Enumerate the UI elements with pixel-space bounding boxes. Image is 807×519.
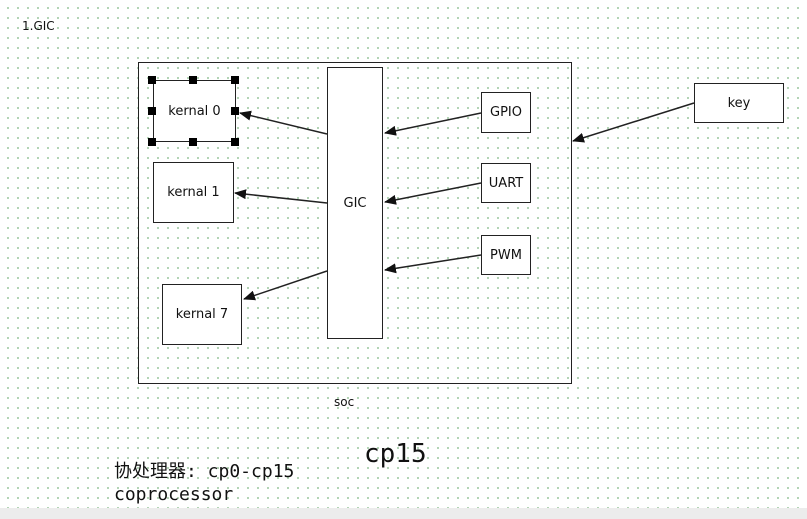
arrow-gic-to-kernel-7[interactable] <box>243 270 328 301</box>
uart-block[interactable]: UART <box>481 163 531 203</box>
pwm-label: PWM <box>490 247 522 263</box>
uart-label: UART <box>488 175 524 191</box>
selection-handle[interactable] <box>148 138 156 146</box>
arrow-pwm-to-gic[interactable] <box>384 254 482 274</box>
key-label: key <box>727 95 751 111</box>
arrow-gic-to-kernel-1[interactable] <box>234 189 328 204</box>
selection-handle[interactable] <box>189 138 197 146</box>
selection-handle[interactable] <box>231 107 239 115</box>
soc-label: soc <box>334 395 355 409</box>
arrow-key-to-soc[interactable] <box>572 102 695 143</box>
note-coprocessor-range: 协处理器: cp0-cp15 <box>114 461 295 482</box>
selection-handle[interactable] <box>231 76 239 84</box>
selection-handle[interactable] <box>148 107 156 115</box>
section-title: 1.GIC <box>22 19 55 33</box>
kernel-7-label: kernal 7 <box>175 307 229 322</box>
gpio-block[interactable]: GPIO <box>481 92 531 133</box>
arrow-gic-to-kernel-0[interactable] <box>239 110 328 135</box>
arrow-uart-to-gic[interactable] <box>384 182 482 205</box>
selection-handle[interactable] <box>231 138 239 146</box>
gpio-label: GPIO <box>490 105 522 120</box>
cp15-label: cp15 <box>364 439 427 469</box>
kernel-0-label: kernal 0 <box>168 103 221 119</box>
kernel-1-label: kernal 1 <box>167 185 220 200</box>
gic-label: GIC <box>343 195 367 211</box>
kernel-7-block[interactable]: kernal 7 <box>162 284 242 345</box>
bottom-scrollbar[interactable] <box>0 508 807 519</box>
arrow-gpio-to-gic[interactable] <box>384 112 482 136</box>
soc-container[interactable] <box>138 62 572 384</box>
gic-block[interactable]: GIC <box>327 67 383 339</box>
selection-handle[interactable] <box>189 76 197 84</box>
note-coprocessor: coprocessor <box>114 484 234 505</box>
pwm-block[interactable]: PWM <box>481 235 531 275</box>
selection-handle[interactable] <box>148 76 156 84</box>
key-block[interactable]: key <box>694 83 784 123</box>
kernel-1-block[interactable]: kernal 1 <box>153 162 234 223</box>
